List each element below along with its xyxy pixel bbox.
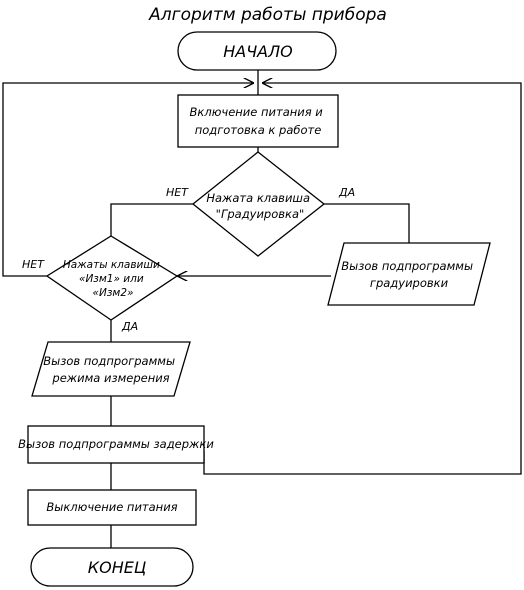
decision-calibration-line-2: "Градуировка" <box>216 207 305 221</box>
decision-measure-text: Нажаты клавиши «Изм1» или «Изм2» <box>63 259 163 299</box>
decision-measure-line-3: «Изм2» <box>92 287 133 299</box>
start-terminator <box>177 31 337 71</box>
delay-text: Вызов подпрограммы задержки <box>18 437 214 451</box>
power-off-text: Выключение питания <box>46 500 177 514</box>
calibration-call-line-2: градуировки <box>370 276 449 290</box>
no-loop-line <box>2 83 254 277</box>
diagram-title: Алгоритм работы прибора <box>148 5 387 25</box>
power-on-line-2: подготовка к работе <box>195 123 322 137</box>
measure-call-text: Вызов подпрограммы режима измерения <box>43 354 178 385</box>
power-on-process <box>177 94 339 148</box>
calibration-call-line-1: Вызов подпрограммы <box>341 259 473 273</box>
power-on-line-1: Включение питания и <box>190 105 324 119</box>
measure-call-line-2: режима измерения <box>51 371 169 385</box>
calibration-call-io <box>327 242 491 306</box>
yes-branch-calibration-line <box>324 203 410 243</box>
power-on-text: Включение питания и подготовка к работе <box>190 105 327 137</box>
decision-calibration <box>191 151 326 257</box>
yes-label-measure: ДА <box>121 320 138 333</box>
no-branch-calibration-line <box>110 203 193 236</box>
no-label-measure: НЕТ <box>22 258 45 271</box>
start-label: НАЧАЛО <box>223 42 293 61</box>
measure-call-line-1: Вызов подпрограммы <box>43 354 175 368</box>
decision-measure-line-1: Нажаты клавиши <box>63 259 160 271</box>
end-terminator <box>30 547 194 587</box>
decision-measure-line-2: «Изм1» или <box>79 273 144 285</box>
power-off-process <box>27 489 197 526</box>
yes-label-calibration: ДА <box>338 186 355 199</box>
end-label: КОНЕЦ <box>88 558 147 577</box>
decision-calibration-line-1: Нажата клавиша <box>206 191 310 205</box>
no-label-calibration: НЕТ <box>166 186 189 199</box>
loop-back-line <box>203 83 522 475</box>
calibration-call-text: Вызов подпрограммы градуировки <box>341 259 476 290</box>
delay-process <box>27 425 205 464</box>
measure-call-io <box>31 341 191 397</box>
decision-calibration-text: Нажата клавиша "Градуировка" <box>206 191 313 221</box>
